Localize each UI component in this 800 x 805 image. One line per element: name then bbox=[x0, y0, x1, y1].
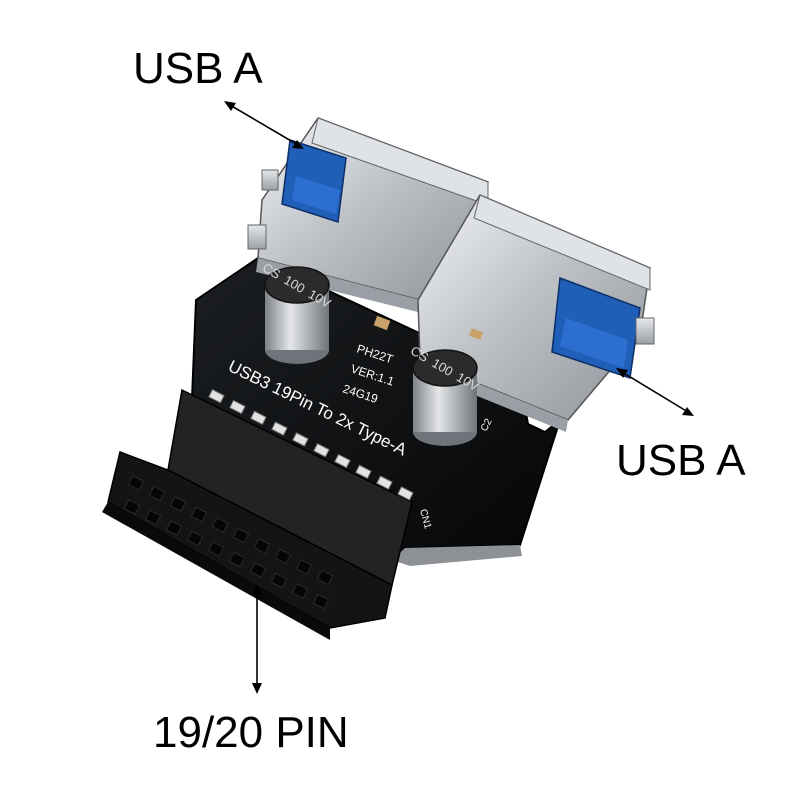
pin-contact bbox=[397, 486, 414, 501]
arrow-bottom bbox=[252, 584, 262, 694]
pin-slot bbox=[274, 548, 292, 565]
pin-slot bbox=[207, 541, 225, 557]
capacitor-1: CS 100 10V bbox=[260, 260, 334, 364]
pin-header-contacts bbox=[208, 389, 414, 501]
pin-slot bbox=[169, 496, 187, 512]
arrow-top bbox=[224, 101, 304, 149]
pin-contact bbox=[208, 389, 225, 404]
pin-header-label: 19/20 PIN bbox=[153, 708, 349, 757]
usb-a-label-right: USB A bbox=[616, 436, 746, 485]
pin-slot bbox=[165, 520, 183, 536]
pin-slot bbox=[190, 506, 208, 523]
pin-slot bbox=[144, 509, 162, 526]
pin-contact bbox=[271, 421, 288, 436]
arrow-right bbox=[616, 368, 694, 416]
pin-slot bbox=[232, 527, 250, 544]
usb-a-label-top: USB A bbox=[133, 44, 263, 93]
pin-slot bbox=[148, 485, 166, 502]
pin-contact bbox=[355, 464, 372, 480]
capacitor-2: CS 100 10V bbox=[408, 343, 482, 446]
silkscreen-ref-c2: C2 bbox=[479, 417, 495, 434]
silkscreen-ref-cn1: CN1 bbox=[417, 508, 433, 531]
pin-contact bbox=[229, 399, 246, 415]
pin-slot bbox=[291, 583, 309, 599]
pin-slot bbox=[249, 562, 267, 578]
pin-contact bbox=[292, 432, 309, 447]
pin-contact bbox=[250, 410, 267, 426]
pin-contact bbox=[334, 453, 351, 469]
pin-slot bbox=[316, 569, 334, 586]
pin-header-slots bbox=[123, 475, 334, 610]
pin-contact bbox=[313, 443, 330, 458]
pin-contact bbox=[376, 475, 393, 490]
pin-slot bbox=[228, 551, 246, 568]
pin-slot bbox=[295, 559, 313, 575]
pin-slot bbox=[253, 538, 271, 554]
smd-components bbox=[373, 315, 484, 340]
pin-slot bbox=[312, 593, 330, 610]
pin-slot bbox=[211, 517, 229, 533]
pin-slot bbox=[123, 499, 141, 515]
pin-slot bbox=[186, 530, 204, 547]
pin-slot bbox=[127, 475, 145, 491]
pin-slot bbox=[270, 572, 288, 589]
pin-header bbox=[102, 388, 413, 640]
